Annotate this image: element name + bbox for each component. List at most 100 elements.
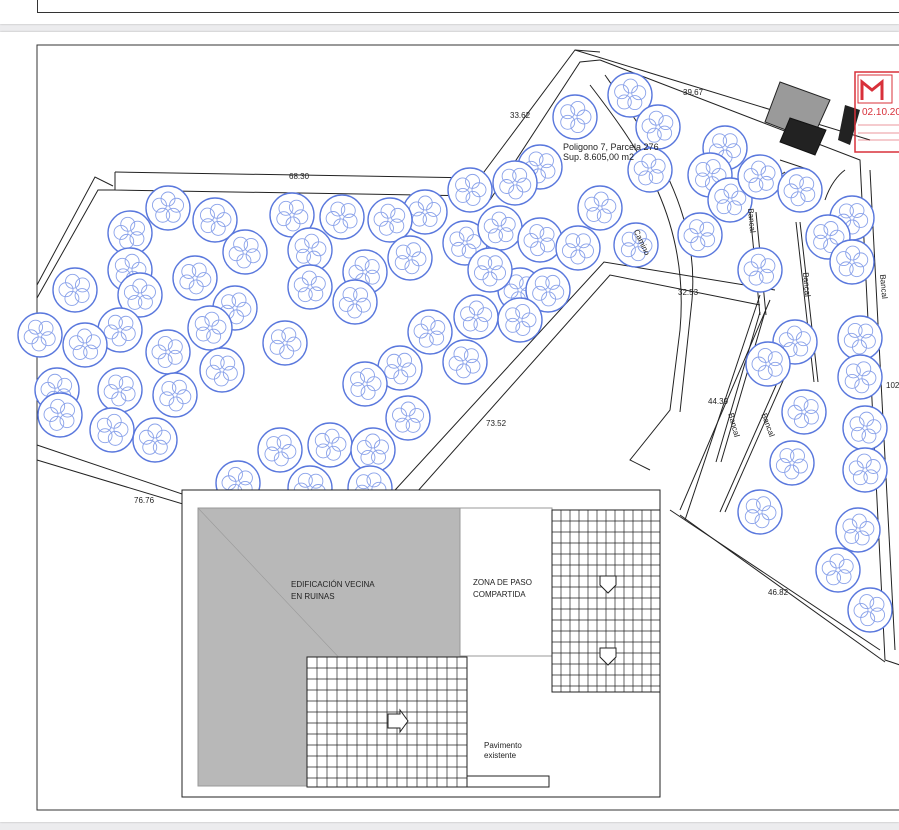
zona-line1: ZONA DE PASO: [473, 578, 532, 587]
tree-crown-lobe: [348, 264, 364, 280]
tree-crown-lobe: [570, 249, 586, 265]
tree-crown-lobe: [364, 259, 380, 275]
tree-crown-lobe: [221, 294, 237, 310]
tree-crown-lobe: [842, 518, 858, 534]
tree-crown-lobe: [220, 355, 236, 371]
tree-crown-lobe: [829, 229, 845, 245]
tree-crown-lobe: [853, 603, 869, 618]
tree-crown-lobe: [28, 319, 43, 335]
tree-crown-lobe: [783, 183, 799, 199]
tree-crown-lobe: [72, 345, 88, 360]
existing-buildings: [764, 81, 860, 156]
tree-crown-lobe: [803, 409, 819, 425]
arrow-down-icon-2: [599, 647, 617, 666]
tree-crown-lobe: [360, 449, 376, 465]
tree-crown-lobe: [695, 172, 710, 188]
tree-crown-lobe: [866, 419, 882, 435]
tree-crown-lobe: [760, 165, 776, 181]
tree-crown-lobe: [714, 188, 730, 204]
tree-crown-lobe: [630, 246, 646, 262]
zona-line2: COMPARTIDA: [473, 590, 526, 599]
tree-crown-lobe: [330, 201, 346, 217]
tree-crown-lobe: [430, 320, 446, 335]
tree-crown-lobe: [276, 211, 292, 227]
previous-page: [0, 0, 899, 24]
tree-crown-lobe: [157, 335, 173, 351]
dimension-label-5: 73.52: [486, 419, 507, 428]
tree-crown-lobe: [210, 220, 226, 236]
tree-crown-lobe: [108, 374, 124, 390]
parcel-outlines: [36, 49, 899, 666]
tree-crown-lobe: [838, 558, 854, 574]
tree-crown-lobe: [847, 322, 863, 338]
tree-crown-lobe: [245, 248, 261, 264]
tree-crown-lobe: [491, 211, 507, 227]
tree-crown-lobe: [779, 448, 795, 464]
tree-crown-lobe: [167, 339, 183, 355]
tree-crown-lobe: [379, 220, 394, 236]
tree-crown-lobe: [350, 382, 366, 397]
tree-crown-lobe: [540, 163, 556, 179]
tree-crown-lobe: [498, 227, 514, 243]
tree-crown-lobe: [59, 413, 75, 429]
tree-crown-lobe: [194, 316, 210, 331]
tree-crown-lobe: [165, 207, 181, 223]
tree-crown-lobe: [870, 607, 886, 623]
tree-crown-lobe: [374, 439, 389, 455]
tree-crown-lobe: [758, 175, 774, 191]
tree-crown-lobe: [695, 161, 711, 177]
tree-crown-lobe: [364, 269, 380, 285]
tree-crown-lobe: [395, 244, 411, 260]
tree-crown-lobe: [273, 451, 289, 467]
tree-crown-lobe: [487, 255, 503, 271]
tree-crown-lobe: [132, 278, 148, 294]
tree-crown-lobe: [575, 233, 591, 249]
tree-crown-lobe: [488, 228, 503, 244]
dimension-label-7: 76.76: [134, 496, 155, 505]
tree-crown-lobe: [155, 207, 171, 223]
tree-crown-lobe: [515, 303, 531, 319]
tree-crown-lobe: [579, 243, 594, 259]
tree-crown-lobe: [700, 232, 716, 248]
tree-crown-lobe: [159, 391, 175, 407]
tree-crown-lobe: [750, 253, 766, 269]
tree-crown-lobe: [539, 153, 554, 169]
tree-crown-lobe: [297, 472, 313, 488]
tree-crown-lobe: [614, 84, 630, 100]
arrow-down-icon: [599, 575, 617, 594]
dimension-label-4: 32.53: [678, 288, 699, 297]
tree-crown-lobe: [648, 169, 664, 184]
tree-crown-lobe: [152, 197, 167, 213]
tree-crown-lobe: [331, 436, 347, 452]
bancal-label-1: Bancal: [746, 208, 758, 234]
tree-crown-lobe: [844, 528, 860, 544]
tree-crown-lobe: [394, 255, 410, 271]
tree-crown-lobe: [859, 521, 875, 536]
tree-crown-lobe: [60, 402, 76, 418]
tree-crown-lobe: [389, 218, 405, 234]
tree-crown-lobe: [278, 200, 294, 216]
tree-crown-lobe: [103, 384, 119, 400]
tree-crown-lobe: [532, 285, 548, 301]
tree-crown-lobe: [417, 195, 433, 211]
tree-crown-lobe: [118, 376, 134, 391]
tree-crown-lobe: [788, 174, 804, 190]
edificacion-line2: EN RUINAS: [291, 592, 335, 601]
dimension-label-1: 33.62: [510, 111, 531, 120]
tree-crown-lobe: [754, 513, 770, 529]
tree-crown-lobe: [58, 282, 74, 298]
tree-crown-lobe: [561, 243, 577, 259]
tree-crown-lobe: [790, 448, 805, 464]
tree-crown-lobe: [699, 221, 715, 237]
tree-crown-lobe: [123, 284, 139, 300]
tree-crown-lobe: [512, 167, 528, 183]
tree-crown-lobe: [751, 356, 767, 372]
tree-crown-lobe: [151, 344, 167, 360]
tree-crown-lobe: [296, 248, 311, 264]
tree-crown-lobe: [823, 221, 839, 236]
tree-crown-lobe: [137, 294, 153, 310]
tree-crown-lobe: [237, 470, 253, 486]
tree-crown-lobe: [813, 224, 829, 240]
tree-crown-lobe: [458, 226, 474, 242]
